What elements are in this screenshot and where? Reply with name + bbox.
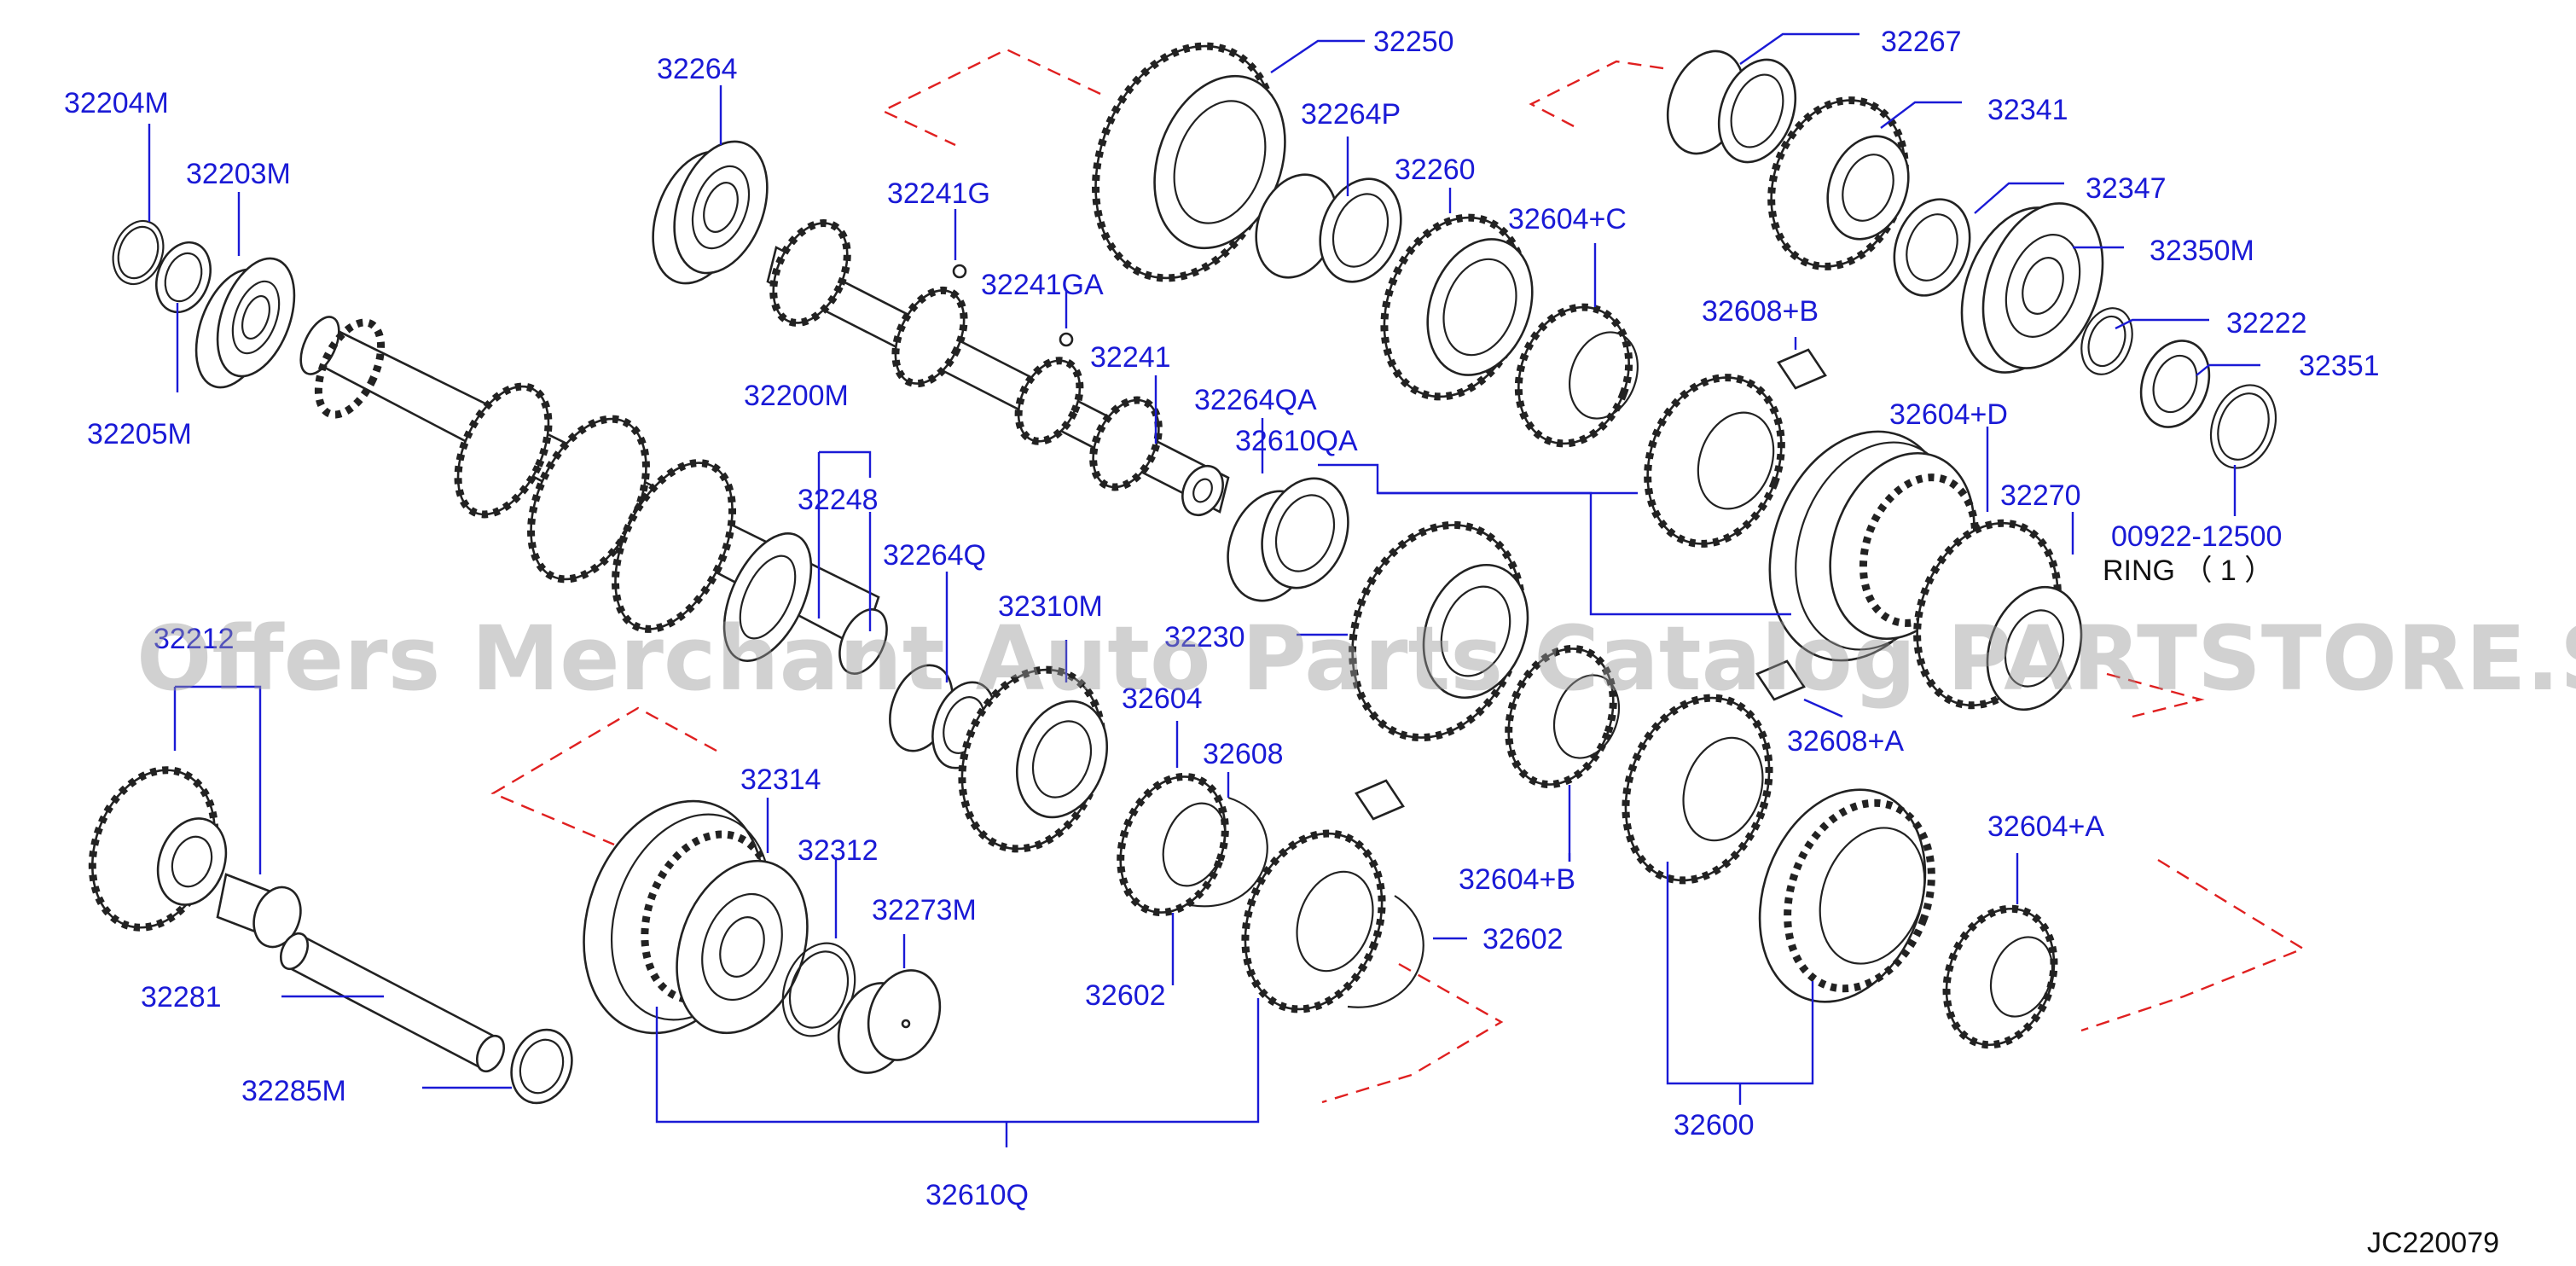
part-gear-32341[interactable] xyxy=(1749,81,1927,285)
label-32203M: 32203M xyxy=(186,158,291,190)
part-shaft-32281[interactable] xyxy=(276,929,509,1076)
watermark-text: Offers Merchant Auto Parts Catalog PARTS… xyxy=(136,607,2576,711)
label-32310M: 32310M xyxy=(998,590,1103,623)
label-32600: 32600 xyxy=(1674,1109,1755,1141)
label-32604D: 32604+D xyxy=(1889,398,2008,431)
label-32241G: 32241G xyxy=(887,177,990,210)
part-bearing-32351[interactable] xyxy=(2130,331,2221,437)
part-bearing-32350M[interactable] xyxy=(1941,187,2125,389)
part-gear-32600-a[interactable] xyxy=(1601,677,1794,900)
part-gear-32212[interactable] xyxy=(72,752,238,944)
part-key-32608-B[interactable] xyxy=(1777,348,1827,390)
label-32200M: 32200M xyxy=(744,380,849,412)
label-32281: 32281 xyxy=(141,981,222,1013)
label-00922-12500: 00922-12500 xyxy=(2111,520,2282,553)
label-32204M: 32204M xyxy=(64,87,169,119)
part-gear-32270[interactable] xyxy=(1893,503,2097,725)
label-32248: 32248 xyxy=(798,484,879,516)
label-32604B: 32604+B xyxy=(1459,863,1575,896)
part-washer-32205M[interactable] xyxy=(147,235,219,319)
reference-outline-counter-shaft xyxy=(490,706,717,846)
leader-lines xyxy=(148,32,2260,1147)
part-gear-32610QA[interactable] xyxy=(1625,358,1803,562)
label-32264: 32264 xyxy=(657,53,738,85)
label-32270: 32270 xyxy=(2000,479,2081,512)
part-key-32608[interactable] xyxy=(1355,779,1405,821)
part-shaft-32241[interactable] xyxy=(758,212,1230,522)
label-32264P: 32264P xyxy=(1301,98,1401,131)
reference-outline-right-middle xyxy=(2106,672,2205,718)
label-32350M: 32350M xyxy=(2150,235,2254,267)
part-gear-32230[interactable] xyxy=(1324,501,1551,762)
label-32608A: 32608+A xyxy=(1787,725,1904,758)
part-main-shaft-32200M[interactable] xyxy=(293,311,896,682)
part-ball-32241G[interactable] xyxy=(952,264,967,279)
label-32264QA: 32264QA xyxy=(1194,384,1317,416)
part-synchro-hub-32604-B[interactable] xyxy=(1490,634,1631,799)
label-32250: 32250 xyxy=(1373,26,1454,58)
label-32608B: 32608+B xyxy=(1702,295,1819,328)
part-bushing-32285M[interactable] xyxy=(502,1021,582,1112)
label-32222: 32222 xyxy=(2226,307,2307,340)
part-bearing-32264[interactable] xyxy=(636,129,785,297)
part-bushing-32212[interactable] xyxy=(216,873,309,954)
label-32260: 32260 xyxy=(1395,154,1476,186)
label-32241: 32241 xyxy=(1090,341,1171,374)
label-32602-left: 32602 xyxy=(1085,979,1166,1012)
label-32205M: 32205M xyxy=(87,418,192,450)
part-key-32608-A[interactable] xyxy=(1755,659,1806,701)
reference-outlines xyxy=(490,48,2306,1104)
part-gear-32610Q-b[interactable] xyxy=(1221,814,1405,1028)
part-spring-32602-right[interactable] xyxy=(1347,895,1424,1008)
label-32230: 32230 xyxy=(1164,621,1245,653)
part-bushing-32347[interactable] xyxy=(1882,189,1983,306)
label-32604C: 32604+C xyxy=(1508,203,1627,235)
label-32341: 32341 xyxy=(1987,94,2068,126)
part-bearing-32267[interactable] xyxy=(1654,40,1808,172)
label-ring-note: RING （ 1 ） xyxy=(2103,555,2273,587)
label-32604A: 32604+A xyxy=(1987,810,2104,843)
label-32267: 32267 xyxy=(1881,26,1962,58)
part-bearing-32203M[interactable] xyxy=(182,248,309,398)
part-gear-32250[interactable] xyxy=(1065,20,1308,304)
part-snap-ring-32222[interactable] xyxy=(2073,301,2141,381)
part-labels: 32204M 32203M 32205M 32264 32241G 32241G… xyxy=(64,26,2380,1211)
part-ball-32241GA[interactable] xyxy=(1059,332,1074,347)
reference-outline-right-lower xyxy=(2080,858,2306,1032)
label-32312: 32312 xyxy=(798,834,879,867)
part-bearing-32264P[interactable] xyxy=(1243,163,1415,293)
label-32610Q: 32610Q xyxy=(925,1179,1029,1211)
label-32602-right: 32602 xyxy=(1482,923,1564,955)
part-gear-32310M[interactable] xyxy=(938,650,1126,868)
label-32273M: 32273M xyxy=(872,894,977,926)
label-32285M: 32285M xyxy=(241,1075,346,1107)
part-needle-bearing-32264QA[interactable] xyxy=(1213,467,1362,613)
reference-outline-lower-middle xyxy=(1321,962,1504,1104)
label-32351: 32351 xyxy=(2299,350,2380,382)
part-bearing-32273M[interactable] xyxy=(827,961,952,1083)
reference-outline-upper-shaft xyxy=(880,48,1101,147)
part-synchro-ring-32604[interactable] xyxy=(1102,762,1243,927)
part-synchro-hub-32604-A[interactable] xyxy=(1929,893,2073,1060)
part-gear-32260[interactable] xyxy=(1361,198,1551,416)
part-synchro-hub-32604-C[interactable] xyxy=(1500,292,1650,460)
label-32608: 32608 xyxy=(1203,738,1284,770)
label-32264Q: 32264Q xyxy=(883,539,986,572)
part-spring-32602-left[interactable] xyxy=(1185,796,1268,908)
reference-outline-upper-right xyxy=(1529,60,1664,128)
label-32314: 32314 xyxy=(740,764,821,796)
part-snap-ring-00922-12500[interactable] xyxy=(2200,376,2287,478)
diagram-code: JC220079 xyxy=(2367,1227,2499,1259)
part-sleeve-32600-b[interactable] xyxy=(1732,766,1957,1025)
label-32610QA: 32610QA xyxy=(1235,425,1358,457)
label-32604: 32604 xyxy=(1122,682,1203,715)
part-snap-ring-32204M[interactable] xyxy=(105,214,172,292)
label-32347: 32347 xyxy=(2086,172,2167,205)
label-32212: 32212 xyxy=(154,623,235,655)
label-32241GA: 32241GA xyxy=(981,269,1104,301)
